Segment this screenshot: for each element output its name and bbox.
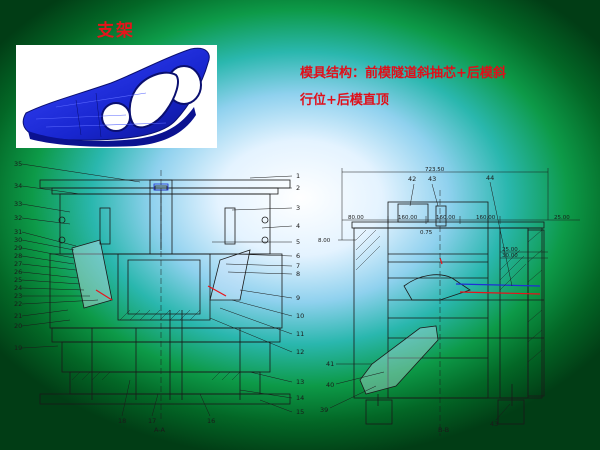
bracket-part-3d (22, 47, 210, 147)
callout-24: 24 (14, 284, 22, 292)
callout-9: 9 (296, 294, 300, 302)
callout-19: 19 (14, 344, 22, 352)
callout-15: 15 (296, 408, 304, 416)
callout-11: 11 (296, 330, 304, 338)
callout-30: 30 (14, 236, 22, 244)
dim-top-5: 25.00 (554, 215, 570, 221)
right-view-dimension-lines (338, 168, 580, 259)
callout-10: 10 (296, 312, 304, 320)
dim-left: 8.00 (318, 238, 331, 244)
callout-39: 39 (320, 406, 328, 414)
callout-1: 1 (296, 172, 300, 180)
section-label-a: A-A (154, 426, 166, 434)
callout-25: 25 (14, 276, 22, 284)
callout-31: 31 (14, 228, 22, 236)
callout-14: 14 (296, 394, 304, 402)
callout-5: 5 (296, 238, 300, 246)
callout-33: 33 (14, 200, 22, 208)
left-section-view (39, 170, 291, 420)
callout-8: 8 (296, 270, 300, 278)
callout-13: 13 (296, 378, 304, 386)
callout-34: 34 (14, 182, 22, 190)
callout-40: 40 (326, 381, 334, 389)
callout-12: 12 (296, 348, 304, 356)
callout-27: 27 (14, 260, 22, 268)
left-view-left-leaders (21, 163, 141, 349)
dim-right-2: 30.00 (502, 253, 518, 259)
callout-42: 42 (408, 175, 416, 183)
dim-top-1: 80.00 (348, 215, 364, 221)
left-view-bottom-leaders (121, 379, 211, 417)
right-view-dimensions: 723.50 80.00 160.00 160.00 160.00 25.00 … (318, 167, 570, 259)
callout-26: 26 (14, 268, 22, 276)
left-view-bottom-callouts: 18 17 16 A-A (118, 417, 215, 434)
callout-6: 6 (296, 252, 300, 260)
dim-small: 0.75 (420, 230, 433, 236)
right-view-leaders (329, 181, 513, 421)
description-line-1: 模具结构：前模隧道斜抽芯+后模斜 (300, 66, 506, 81)
part-render-image (16, 45, 217, 148)
callout-20: 20 (14, 322, 22, 330)
callout-23: 23 (14, 292, 22, 300)
left-view-left-callouts: 35 34 33 32 31 30 29 28 27 26 25 24 23 2… (14, 160, 22, 352)
callout-3: 3 (296, 204, 300, 212)
dim-top-4: 160.00 (476, 215, 496, 221)
callout-44: 44 (486, 174, 494, 182)
dim-right-1: 25.00 (502, 247, 518, 253)
mold-section-drawing: 1 2 3 4 5 6 7 8 9 10 11 12 13 14 15 35 (14, 160, 580, 436)
section-label-b: B-B (438, 426, 449, 434)
callout-43-bottom: 43 (490, 420, 498, 428)
description-line-2: 行位+后模直顶 (300, 93, 389, 108)
left-view-right-leaders (209, 175, 293, 413)
callout-32: 32 (14, 214, 22, 222)
callout-43-top: 43 (428, 175, 436, 183)
callout-21: 21 (14, 312, 22, 320)
callout-18: 18 (118, 417, 126, 425)
callout-22: 22 (14, 300, 22, 308)
right-view-callouts: 42 43 44 41 40 39 43 B-B (320, 174, 498, 434)
dim-overall: 723.50 (425, 167, 445, 173)
callout-41: 41 (326, 360, 334, 368)
dim-top-3: 160.00 (436, 215, 456, 221)
callout-2: 2 (296, 184, 300, 192)
callout-4: 4 (296, 222, 300, 230)
callout-17: 17 (148, 417, 156, 425)
callout-29: 29 (14, 244, 22, 252)
structure-description: 模具结构：前模隧道斜抽芯+后模斜 行位+后模直顶 (300, 60, 590, 114)
right-section-view (351, 190, 545, 436)
callout-28: 28 (14, 252, 22, 260)
slide-title: 支架 (97, 21, 135, 41)
callout-7: 7 (296, 262, 300, 270)
callout-16: 16 (207, 417, 215, 425)
callout-35: 35 (14, 160, 22, 168)
dim-top-2: 160.00 (398, 215, 418, 221)
left-view-right-callouts: 1 2 3 4 5 6 7 8 9 10 11 12 13 14 15 (296, 172, 304, 416)
